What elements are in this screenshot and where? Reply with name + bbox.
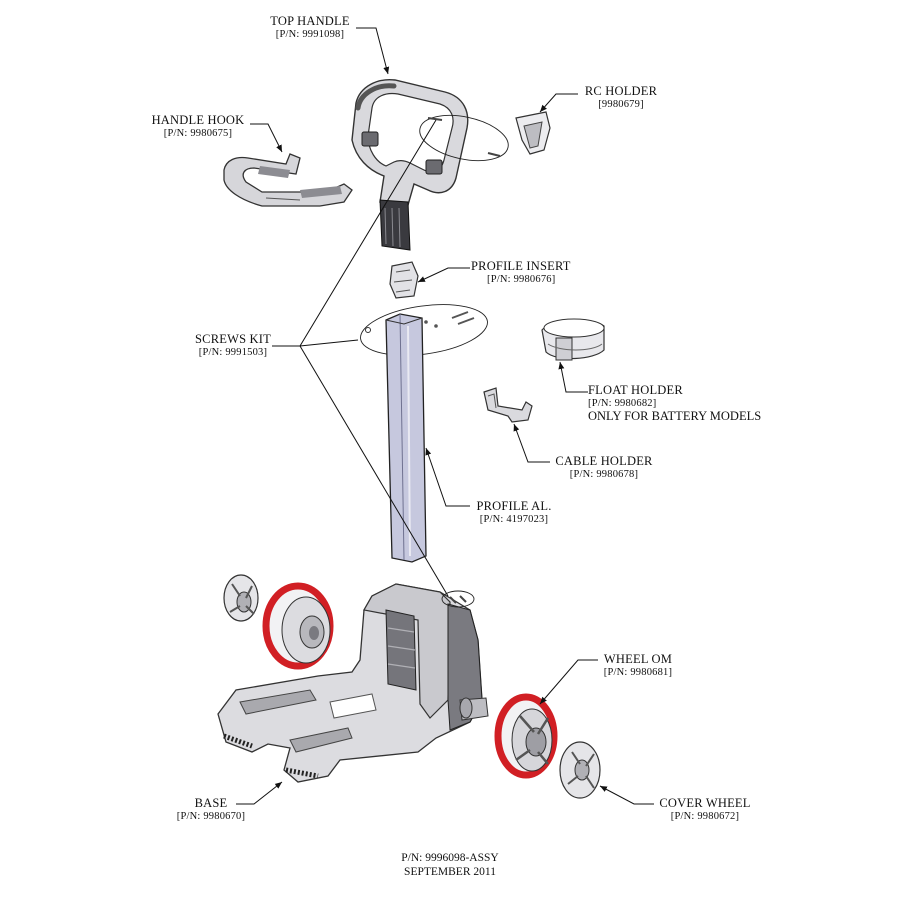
base-screws-group	[441, 590, 475, 608]
wheel-om-part	[494, 693, 558, 779]
profile-insert-part	[389, 261, 419, 299]
left-cover-wheel-part	[223, 574, 259, 622]
leader-cable-holder	[513, 423, 550, 463]
leader-wheel-om	[539, 659, 598, 705]
float-holder-note: ONLY FOR BATTERY MODELS	[588, 409, 762, 423]
rc-holder-pn: [9980679]	[598, 99, 644, 110]
cable-holder-part	[483, 387, 533, 423]
leader-cover-wheel	[599, 785, 654, 805]
handle-screws-group	[419, 114, 509, 162]
footer-date: SEPTEMBER 2011	[404, 866, 496, 878]
float-holder-part	[541, 318, 605, 361]
label-cable-holder: CABLE HOLDER [P/N: 9980678]	[550, 455, 658, 481]
profile-al-name: PROFILE AL.	[476, 499, 552, 513]
label-rc-holder: RC HOLDER [9980679]	[576, 85, 666, 111]
leader-lines	[236, 27, 654, 805]
handle-hook-part	[223, 153, 353, 207]
leader-handle-hook	[250, 123, 283, 153]
top-handle-part	[351, 79, 469, 251]
leader-top-handle	[356, 27, 390, 75]
wheel-om-pn: [P/N: 9980681]	[603, 667, 673, 678]
label-profile-insert: PROFILE INSERT [P/N: 9980676]	[471, 260, 591, 286]
footer-assembly-number: P/N: 9996098-ASSY	[401, 852, 499, 864]
profile-insert-pn: [P/N: 9980676]	[487, 274, 556, 285]
label-wheel-om: WHEEL OM [P/N: 9980681]	[594, 653, 682, 679]
leader-profile-insert	[417, 267, 470, 283]
profile-screws-group	[360, 304, 488, 356]
leader-float-holder	[558, 361, 588, 393]
leader-screws-2	[299, 339, 359, 347]
label-screws-kit: SCREWS KIT [P/N: 9991503]	[188, 333, 278, 359]
rc-holder-part	[515, 111, 551, 155]
top-handle-name: TOP HANDLE	[270, 14, 350, 28]
base-pn: [P/N: 9980670]	[176, 811, 246, 822]
wheel-om-name: WHEEL OM	[603, 652, 673, 666]
leader-base	[236, 781, 283, 805]
label-handle-hook: HANDLE HOOK [P/N: 9980675]	[144, 114, 252, 140]
label-cover-wheel: COVER WHEEL [P/N: 9980672]	[652, 797, 758, 823]
cover-wheel-pn: [P/N: 9980672]	[670, 811, 740, 822]
profile-insert-name: PROFILE INSERT	[471, 259, 571, 273]
leader-profile-al	[425, 447, 470, 507]
profile-al-pn: [P/N: 4197023]	[479, 514, 549, 525]
base-name: BASE	[194, 796, 228, 810]
float-holder-pn: [P/N: 9980682]	[588, 398, 657, 409]
handle-hook-name: HANDLE HOOK	[151, 113, 245, 127]
cover-wheel-name: COVER WHEEL	[659, 796, 751, 810]
leader-screws-3	[299, 345, 449, 597]
label-float-holder: FLOAT HOLDER [P/N: 9980682] ONLY FOR BAT…	[588, 384, 798, 423]
top-handle-pn: [P/N: 9991098]	[275, 29, 345, 40]
label-top-handle: TOP HANDLE [P/N: 9991098]	[258, 15, 362, 41]
cover-wheel-part	[559, 741, 601, 799]
leader-rc-holder	[539, 93, 578, 113]
base-part	[217, 583, 489, 783]
screws-kit-name: SCREWS KIT	[195, 332, 271, 346]
cable-holder-name: CABLE HOLDER	[555, 454, 653, 468]
profile-al-part	[385, 313, 427, 563]
label-base: BASE [P/N: 9980670]	[166, 797, 256, 823]
cable-holder-pn: [P/N: 9980678]	[569, 469, 639, 480]
screws-kit-pn: [P/N: 9991503]	[198, 347, 268, 358]
handle-hook-pn: [P/N: 9980675]	[163, 128, 233, 139]
label-profile-al: PROFILE AL. [P/N: 4197023]	[468, 500, 560, 526]
left-wheel-part	[262, 582, 334, 670]
rc-holder-name: RC HOLDER	[584, 84, 658, 98]
float-holder-name: FLOAT HOLDER	[588, 383, 683, 397]
